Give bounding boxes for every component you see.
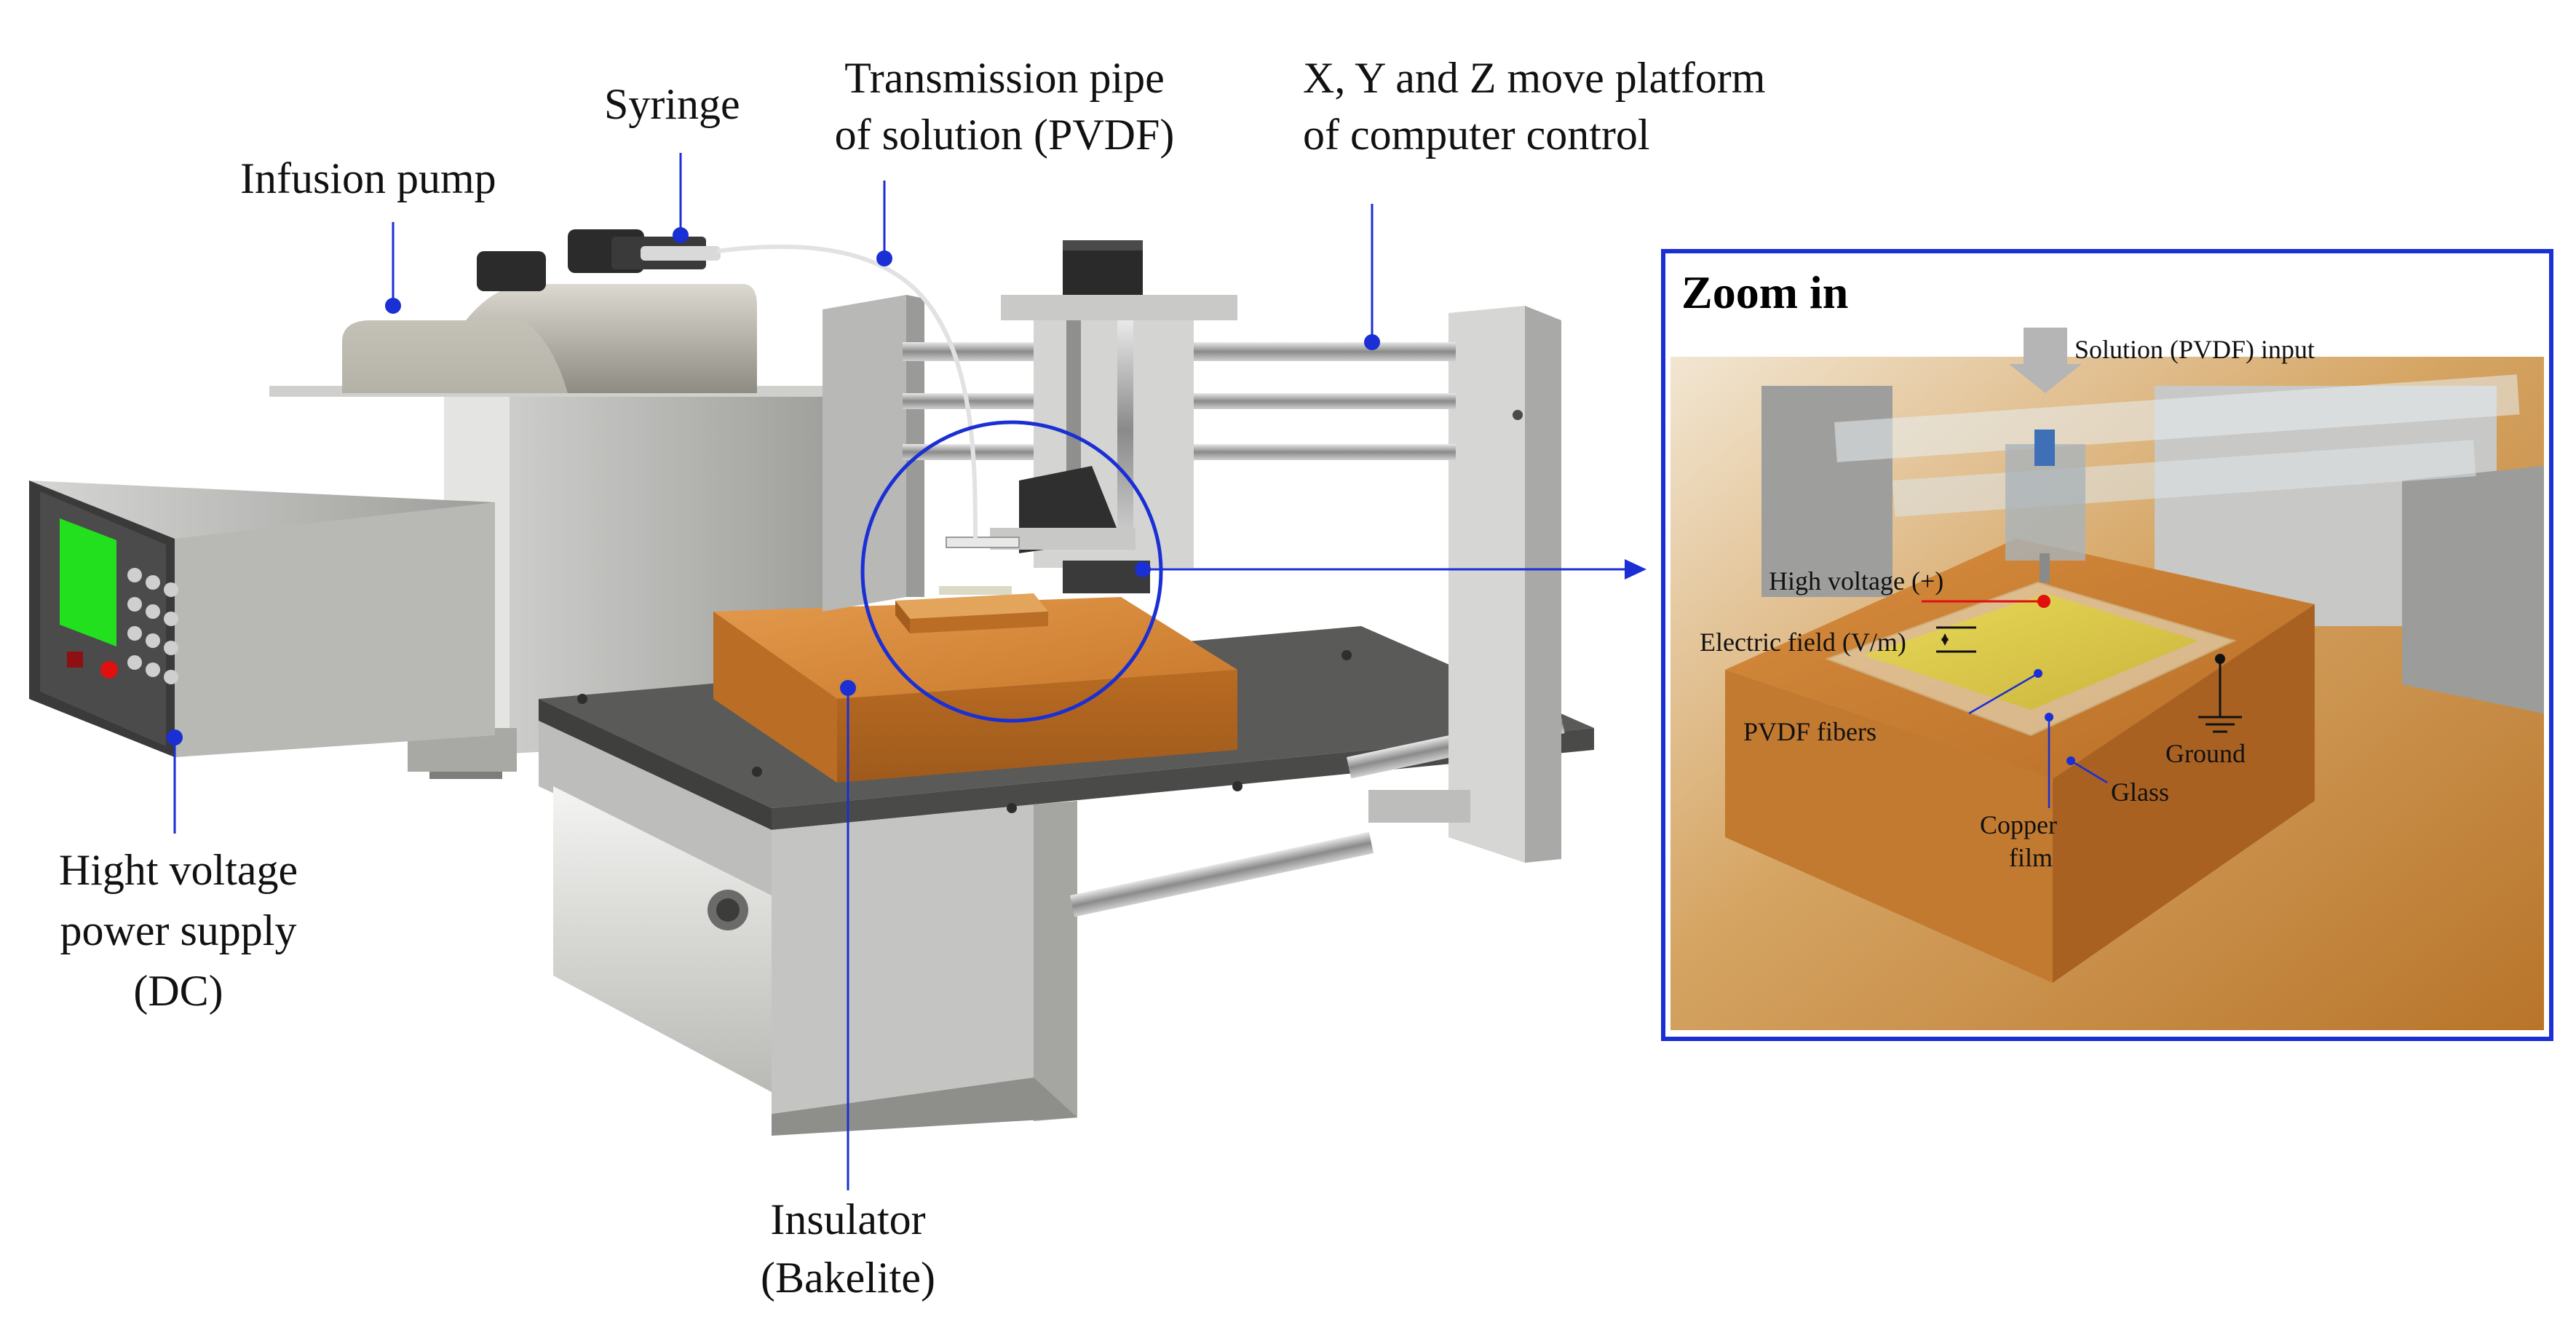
infusion-pump xyxy=(342,229,757,393)
label-power-supply-line3: (DC) xyxy=(133,967,223,1015)
transmission-pipe xyxy=(716,244,978,539)
power-screen xyxy=(60,518,116,646)
label-transmission-pipe-line1: Transmission pipe xyxy=(844,54,1165,102)
label-solution-input: Solution (PVDF) input xyxy=(2074,335,2315,364)
label-electric-field: Electric field (V/m) xyxy=(1700,628,1906,657)
label-xyz-platform-line2: of computer control xyxy=(1303,111,1650,159)
label-pvdf-fibers: PVDF fibers xyxy=(1743,717,1877,746)
power-indicator xyxy=(100,661,118,679)
base-platform xyxy=(539,626,1594,1136)
label-power-supply-line2: power supply xyxy=(60,906,297,954)
label-ground: Ground xyxy=(2165,739,2246,768)
label-copper-film-line2: film xyxy=(2009,843,2053,872)
power-switch xyxy=(67,652,83,668)
label-insulator-line2: (Bakelite) xyxy=(761,1254,935,1302)
label-insulator-line1: Insulator xyxy=(770,1195,926,1243)
label-infusion-pump: Infusion pump xyxy=(240,154,496,202)
label-copper-film-line1: Copper xyxy=(1980,810,2057,839)
insulator-box xyxy=(713,586,1237,783)
power-supply xyxy=(29,480,495,757)
zoom-panel xyxy=(1661,249,2553,1041)
label-power-supply-line1: Hight voltage xyxy=(58,846,298,894)
zoom-focus-circle xyxy=(860,420,1163,723)
label-xyz-platform-line1: X, Y and Z move platform xyxy=(1303,54,1766,102)
keypad xyxy=(127,568,178,684)
label-high-voltage: High voltage (+) xyxy=(1769,566,1944,596)
callouts xyxy=(167,153,1646,1190)
label-syringe: Syringe xyxy=(604,80,740,128)
zoom-title: Zoom in xyxy=(1681,266,1849,318)
label-transmission-pipe-line2: of solution (PVDF) xyxy=(834,111,1175,159)
label-glass: Glass xyxy=(2111,778,2169,807)
z-carriage xyxy=(946,240,1237,593)
